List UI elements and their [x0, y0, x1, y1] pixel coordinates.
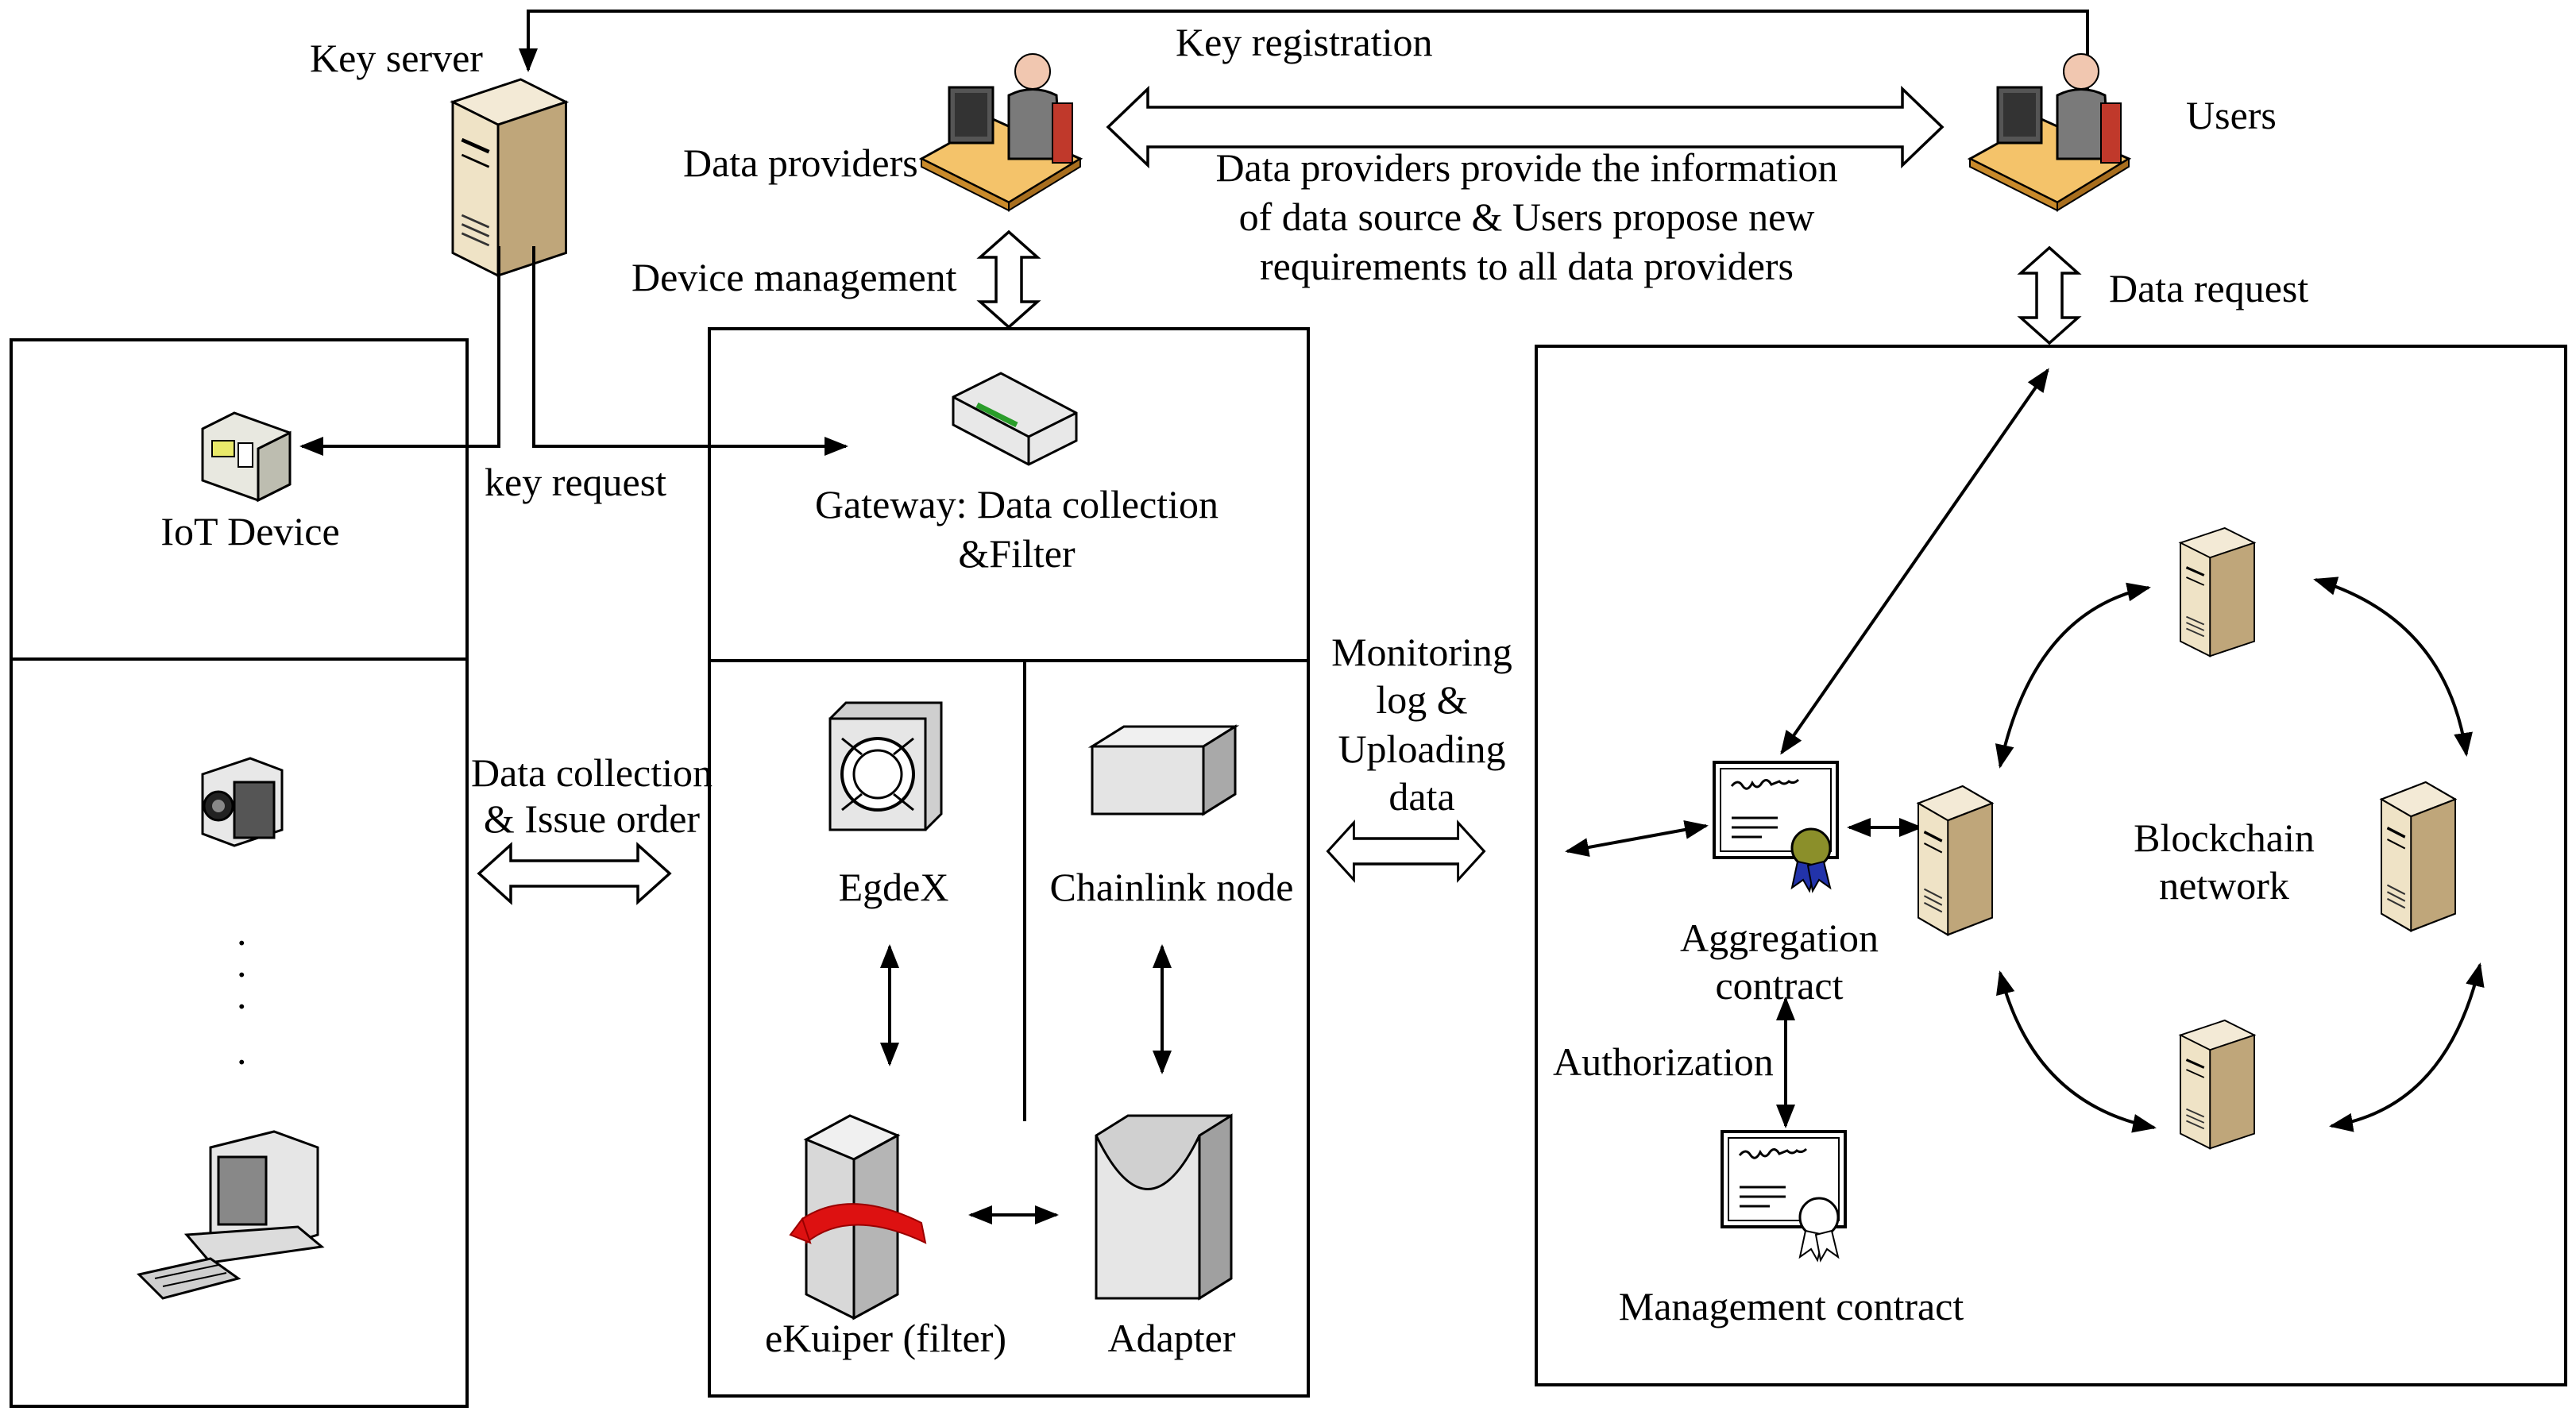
- device-management-arrow: [979, 230, 1039, 329]
- ellipsis-dots: .: [237, 909, 247, 954]
- iot-device-label: IoT Device: [160, 509, 339, 553]
- data-collection-line-1: Data collection: [471, 750, 713, 795]
- data-request-label: Data request: [2109, 266, 2308, 310]
- authorization-label: Authorization: [1553, 1039, 1774, 1084]
- adapter-block-icon: [1095, 1113, 1233, 1301]
- data-provider-icon: [920, 52, 1082, 212]
- user-icon: [1968, 52, 2130, 212]
- blockchain-network-line-2: network: [2159, 863, 2289, 908]
- desktop-computer-icon: [137, 1130, 325, 1300]
- data-request-arrow: [2019, 246, 2080, 345]
- node-top-right-arrow: [2313, 576, 2473, 757]
- key-server-to-iot-line: [299, 246, 500, 456]
- info-line-3: requirements to all data providers: [1260, 244, 1794, 288]
- monitoring-line-4: data: [1388, 774, 1454, 819]
- monitoring-to-aggregation-arrow: [1565, 820, 1709, 857]
- data-collection-arrow: [477, 843, 671, 904]
- node-top-left-arrow: [1995, 582, 2151, 769]
- device-management-label: Device management: [631, 255, 957, 299]
- blockchain-node-top-icon: [2179, 526, 2256, 657]
- data-collection-line-2: & Issue order: [484, 796, 700, 841]
- blockchain-node-bottom-icon: [2179, 1019, 2256, 1150]
- edgex-module-icon: [828, 701, 943, 831]
- key-server-icon: [453, 79, 566, 276]
- blockchain-network-line-1: Blockchain: [2134, 816, 2315, 860]
- key-server-label: Key server: [310, 36, 483, 80]
- iot-device-icon: [201, 411, 292, 503]
- gateway-router-icon: [952, 372, 1078, 466]
- aggregation-to-users-arrow: [1780, 368, 2049, 755]
- monitoring-upload-arrow: [1326, 821, 1486, 881]
- monitoring-line-3: Uploading: [1338, 727, 1505, 771]
- management-contract-label: Management contract: [1619, 1284, 1964, 1328]
- info-line-1: Data providers provide the information: [1215, 145, 1837, 190]
- ellipsis-dots-2: .: [237, 941, 247, 985]
- blockchain-node-right-icon: [2380, 781, 2457, 932]
- ellipsis-dots-4: .: [237, 1028, 247, 1073]
- monitoring-line-1: Monitoring: [1331, 630, 1512, 674]
- chainlink-node-label: Chainlink node: [1050, 865, 1294, 909]
- node-right-bottom-arrow: [2329, 962, 2485, 1132]
- gateway-label-line-2: &Filter: [958, 531, 1076, 576]
- provider-user-exchange-arrow: [1106, 85, 1945, 169]
- chainlink-node-box-icon: [1087, 724, 1240, 816]
- ellipsis-dots-3: .: [237, 973, 247, 1017]
- key-registration-label: Key registration: [1176, 20, 1433, 64]
- ekuiper-filter-icon: [789, 1114, 927, 1321]
- ekuiper-label: eKuiper (filter): [765, 1316, 1006, 1360]
- aggregation-contract-icon: [1713, 761, 1839, 893]
- gateway-label-line-1: Gateway: Data collection: [815, 482, 1218, 526]
- video-camera-icon: [201, 757, 284, 847]
- aggregation-contract-line-2: contract: [1715, 963, 1843, 1008]
- blockchain-node-left-icon: [1917, 785, 1994, 936]
- monitoring-line-2: log &: [1376, 677, 1467, 722]
- edgex-label: EgdeX: [839, 865, 949, 909]
- node-left-bottom-arrow: [1996, 970, 2157, 1133]
- info-line-2: of data source & Users propose new: [1239, 195, 1815, 239]
- adapter-label: Adapter: [1107, 1316, 1235, 1360]
- key-request-label: key request: [485, 460, 666, 504]
- key-server-to-gateway-line: [532, 246, 848, 456]
- users-label: Users: [2186, 93, 2277, 137]
- aggregation-contract-line-1: Aggregation: [1680, 916, 1879, 960]
- data-providers-label: Data providers: [683, 141, 918, 185]
- management-contract-icon: [1721, 1130, 1847, 1263]
